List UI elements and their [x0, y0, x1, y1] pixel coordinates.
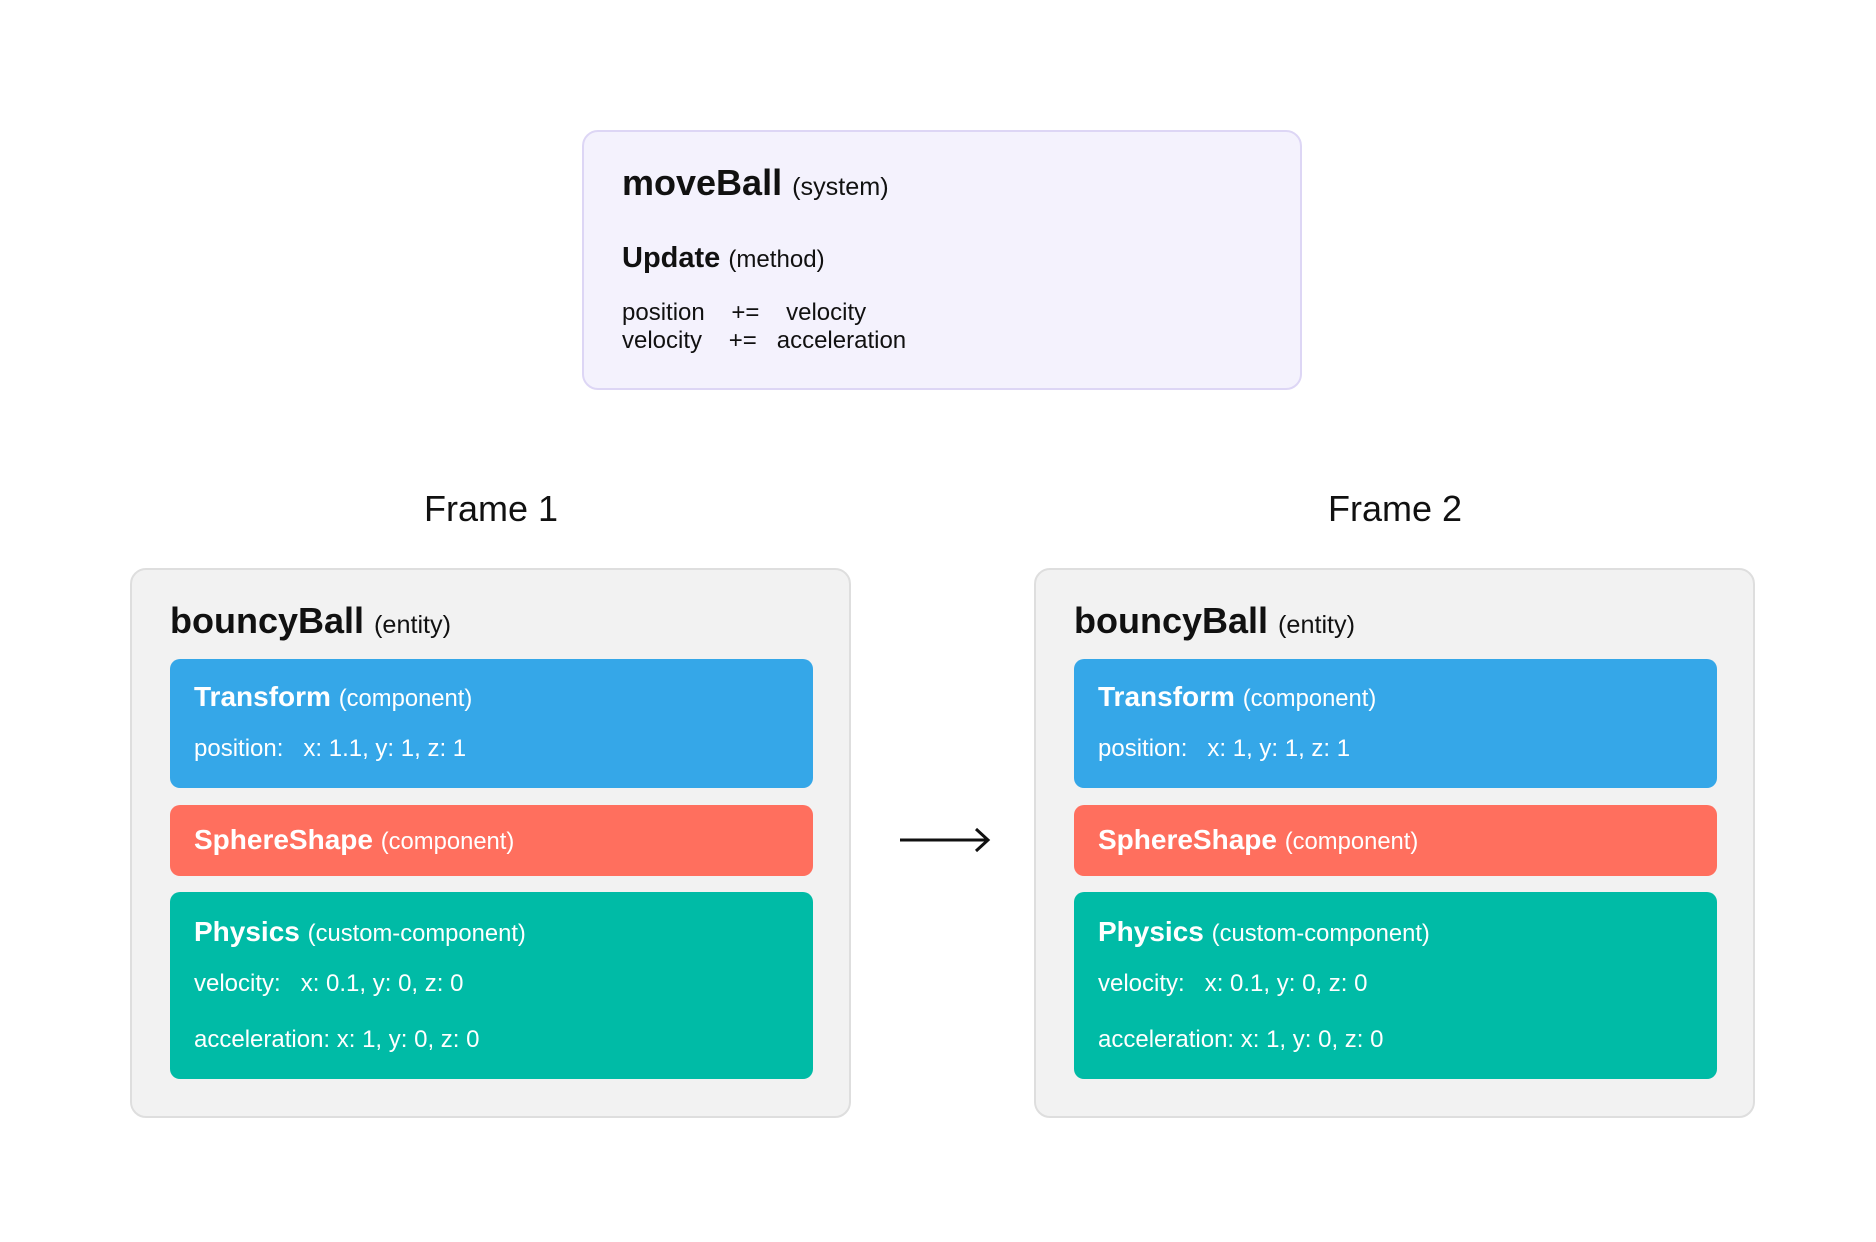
sphereshape-component: SphereShape (component) [1074, 805, 1717, 876]
component-title: Transform (component) [194, 681, 472, 713]
entity-title: bouncyBall (entity) [170, 600, 451, 642]
component-title: Physics (custom-component) [1098, 916, 1430, 948]
entity-card-frame-1: bouncyBall (entity) Transform (component… [130, 568, 851, 1118]
entity-kind: (entity) [374, 611, 452, 639]
physics-component: Physics (custom-component) velocity: x: … [170, 892, 813, 1079]
method-name: Update [622, 242, 721, 274]
method-kind: (method) [728, 246, 825, 273]
component-name: Physics [1098, 916, 1204, 947]
component-name: Physics [194, 916, 300, 947]
component-title: Physics (custom-component) [194, 916, 526, 948]
frame-label: Frame 1 [423, 488, 559, 529]
frame-label: Frame 2 [1327, 488, 1463, 529]
entity-kind: (entity) [1278, 611, 1356, 639]
entity-name: bouncyBall [1074, 600, 1269, 641]
component-title: SphereShape (component) [194, 824, 514, 856]
position-value: position: x: 1.1, y: 1, z: 1 [194, 735, 467, 762]
transform-component: Transform (component) position: x: 1.1, … [170, 659, 813, 788]
component-title: Transform (component) [1098, 681, 1376, 713]
component-name: Transform [1098, 681, 1235, 712]
entity-name: bouncyBall [170, 600, 365, 641]
component-kind: (component) [380, 828, 515, 855]
right-arrow-icon [900, 827, 991, 853]
position-value: position: x: 1, y: 1, z: 1 [1098, 735, 1351, 762]
component-kind: (component) [1284, 828, 1419, 855]
component-name: SphereShape [194, 824, 373, 855]
entity-card-frame-2: bouncyBall (entity) Transform (component… [1034, 568, 1755, 1118]
velocity-value: velocity: x: 0.1, y: 0, z: 0 [194, 970, 464, 997]
sphereshape-component: SphereShape (component) [170, 805, 813, 876]
system-card: moveBall (system) Update (method) positi… [582, 130, 1302, 390]
method-title: Update (method) [622, 242, 825, 275]
component-title: SphereShape (component) [1098, 824, 1418, 856]
acceleration-value: acceleration: x: 1, y: 0, z: 0 [1098, 1026, 1384, 1053]
acceleration-value: acceleration: x: 1, y: 0, z: 0 [194, 1026, 480, 1053]
system-name: moveBall [622, 162, 783, 203]
physics-component: Physics (custom-component) velocity: x: … [1074, 892, 1717, 1079]
component-name: Transform [194, 681, 331, 712]
transform-component: Transform (component) position: x: 1, y:… [1074, 659, 1717, 788]
code-line: position += velocity [622, 299, 867, 326]
component-kind: (component) [338, 685, 473, 712]
component-kind: (custom-component) [1211, 920, 1430, 947]
component-kind: (custom-component) [307, 920, 526, 947]
entity-title: bouncyBall (entity) [1074, 600, 1355, 642]
component-kind: (component) [1242, 685, 1377, 712]
component-name: SphereShape [1098, 824, 1277, 855]
system-title: moveBall (system) [622, 162, 889, 204]
system-kind: (system) [792, 173, 889, 201]
code-line: velocity += acceleration [622, 327, 907, 354]
velocity-value: velocity: x: 0.1, y: 0, z: 0 [1098, 970, 1368, 997]
